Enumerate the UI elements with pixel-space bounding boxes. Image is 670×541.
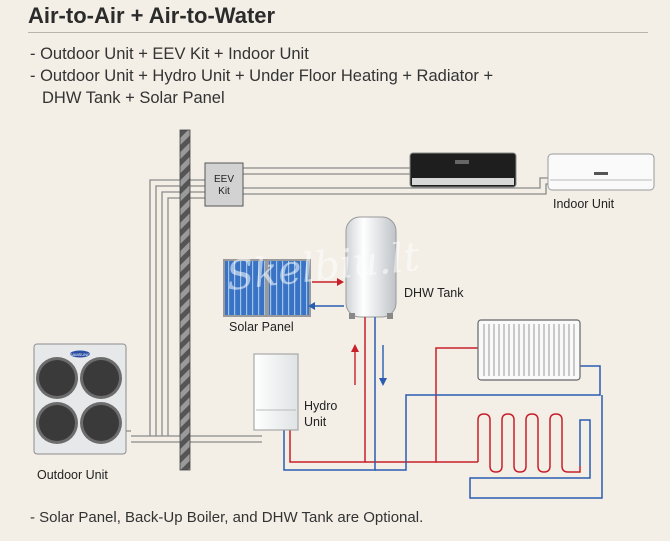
config-line-2: - Outdoor Unit + Hydro Unit + Under Floo… <box>30 67 494 85</box>
footnote: - Solar Panel, Back-Up Boiler, and DHW T… <box>30 509 424 526</box>
indoor-unit-black <box>409 152 517 188</box>
tank-flow-arrows <box>351 344 387 386</box>
outdoor-unit: SAMSUNG <box>33 343 127 455</box>
dhw-tank <box>345 216 397 319</box>
eev-kit-label-line1: EEV <box>214 174 234 185</box>
hydro-unit <box>253 353 299 431</box>
indoor-unit-white <box>547 153 655 191</box>
building-wall <box>179 129 191 471</box>
config-line-1: - Outdoor Unit + EEV Kit + Indoor Unit <box>30 45 309 63</box>
indoor-unit-label: Indoor Unit <box>553 197 615 211</box>
title-divider <box>28 32 648 33</box>
solar-panel-label: Solar Panel <box>229 320 294 334</box>
brand-text: SAMSUNG <box>70 352 90 357</box>
dhw-tank-label: DHW Tank <box>404 286 464 300</box>
outdoor-unit-label: Outdoor Unit <box>37 468 108 482</box>
configuration-list: - Outdoor Unit + EEV Kit + Indoor Unit -… <box>30 43 493 109</box>
hydro-unit-label-line1: Hydro <box>304 399 337 413</box>
solar-panel <box>223 259 311 317</box>
radiator <box>477 319 581 381</box>
hydro-unit-label-line2: Unit <box>304 415 327 429</box>
config-line-3: DHW Tank + Solar Panel <box>42 89 225 107</box>
solar-flow-arrows <box>308 278 344 310</box>
water-piping <box>283 317 603 499</box>
page-title: Air-to-Air + Air-to-Water <box>28 3 276 28</box>
eev-kit-label-line2: Kit <box>218 186 230 197</box>
brand-badge <box>70 350 90 358</box>
eev-kit: EEV Kit <box>204 162 244 207</box>
